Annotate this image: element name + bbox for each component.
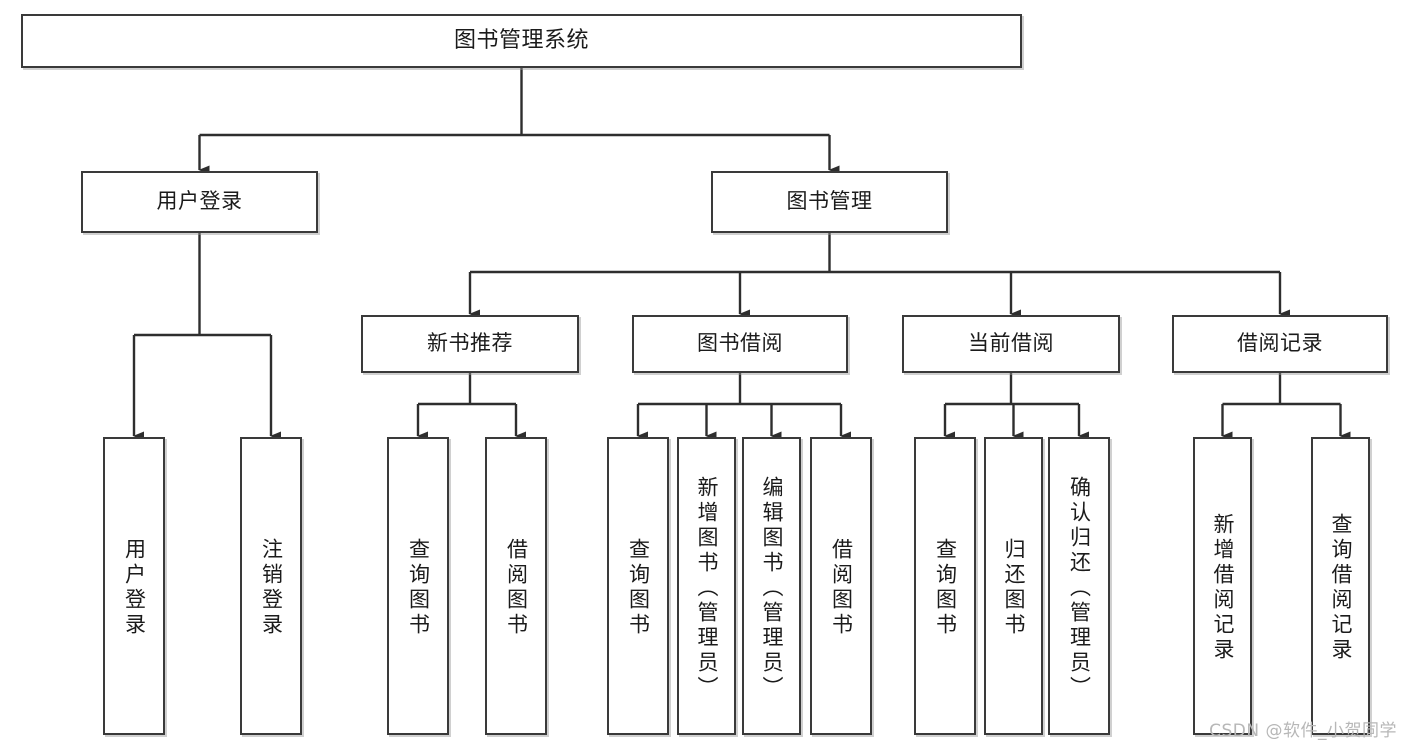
node-label-root: 图书管理系统 xyxy=(453,27,589,53)
leaf-edit-book[interactable]: 编辑图书（管理员） xyxy=(742,437,801,735)
leaf-label-query-book-2: 查询图书 xyxy=(626,538,651,638)
leaf-label-confirm-return: 确认归还（管理员） xyxy=(1067,475,1092,701)
node-label-book-borrowing: 图书借阅 xyxy=(697,331,783,356)
node-label-borrowing-record: 借阅记录 xyxy=(1237,331,1323,356)
leaf-label-add-book: 新增图书（管理员） xyxy=(695,475,719,701)
leaf-label-user-login: 用户登录 xyxy=(122,538,147,638)
leaf-label-query-borrow-record: 查询借阅记录 xyxy=(1329,513,1353,663)
leaf-query-book-1[interactable]: 查询图书 xyxy=(387,437,449,735)
leaf-user-login[interactable]: 用户登录 xyxy=(103,437,165,735)
watermark-credit: CSDN @软件_小贺同学 xyxy=(1209,721,1397,741)
leaf-return-book[interactable]: 归还图书 xyxy=(984,437,1043,735)
leaf-label-edit-book: 编辑图书（管理员） xyxy=(760,475,784,701)
leaf-label-return-book: 归还图书 xyxy=(1002,538,1026,638)
leaf-borrow-book-2[interactable]: 借阅图书 xyxy=(810,437,872,735)
node-user-login[interactable]: 用户登录 xyxy=(81,171,318,233)
node-label-new-book-recommendation: 新书推荐 xyxy=(427,331,513,356)
leaf-query-book-2[interactable]: 查询图书 xyxy=(607,437,669,735)
node-book-management[interactable]: 图书管理 xyxy=(711,171,948,233)
node-book-borrowing[interactable]: 图书借阅 xyxy=(632,315,848,373)
node-label-user-login: 用户登录 xyxy=(156,189,243,214)
leaf-label-query-book-1: 查询图书 xyxy=(406,538,431,638)
leaf-logout[interactable]: 注销登录 xyxy=(240,437,302,735)
leaf-confirm-return[interactable]: 确认归还（管理员） xyxy=(1048,437,1110,735)
leaf-add-borrow-record[interactable]: 新增借阅记录 xyxy=(1193,437,1252,735)
node-label-book-management: 图书管理 xyxy=(786,189,873,214)
node-label-current-borrowing: 当前借阅 xyxy=(968,331,1054,356)
leaf-label-logout: 注销登录 xyxy=(259,538,284,638)
leaf-label-query-book-3: 查询图书 xyxy=(933,538,958,638)
leaf-label-borrow-book-1: 借阅图书 xyxy=(504,538,529,638)
leaf-query-book-3[interactable]: 查询图书 xyxy=(914,437,976,735)
node-new-book-recommendation[interactable]: 新书推荐 xyxy=(361,315,579,373)
node-borrowing-record[interactable]: 借阅记录 xyxy=(1172,315,1388,373)
leaf-query-borrow-record[interactable]: 查询借阅记录 xyxy=(1311,437,1370,735)
node-root-book-management-system[interactable]: 图书管理系统 xyxy=(21,14,1022,68)
leaf-borrow-book-1[interactable]: 借阅图书 xyxy=(485,437,547,735)
leaf-label-borrow-book-2: 借阅图书 xyxy=(829,538,854,638)
leaf-add-book[interactable]: 新增图书（管理员） xyxy=(677,437,736,735)
leaf-label-add-borrow-record: 新增借阅记录 xyxy=(1211,513,1235,663)
node-current-borrowing[interactable]: 当前借阅 xyxy=(902,315,1120,373)
